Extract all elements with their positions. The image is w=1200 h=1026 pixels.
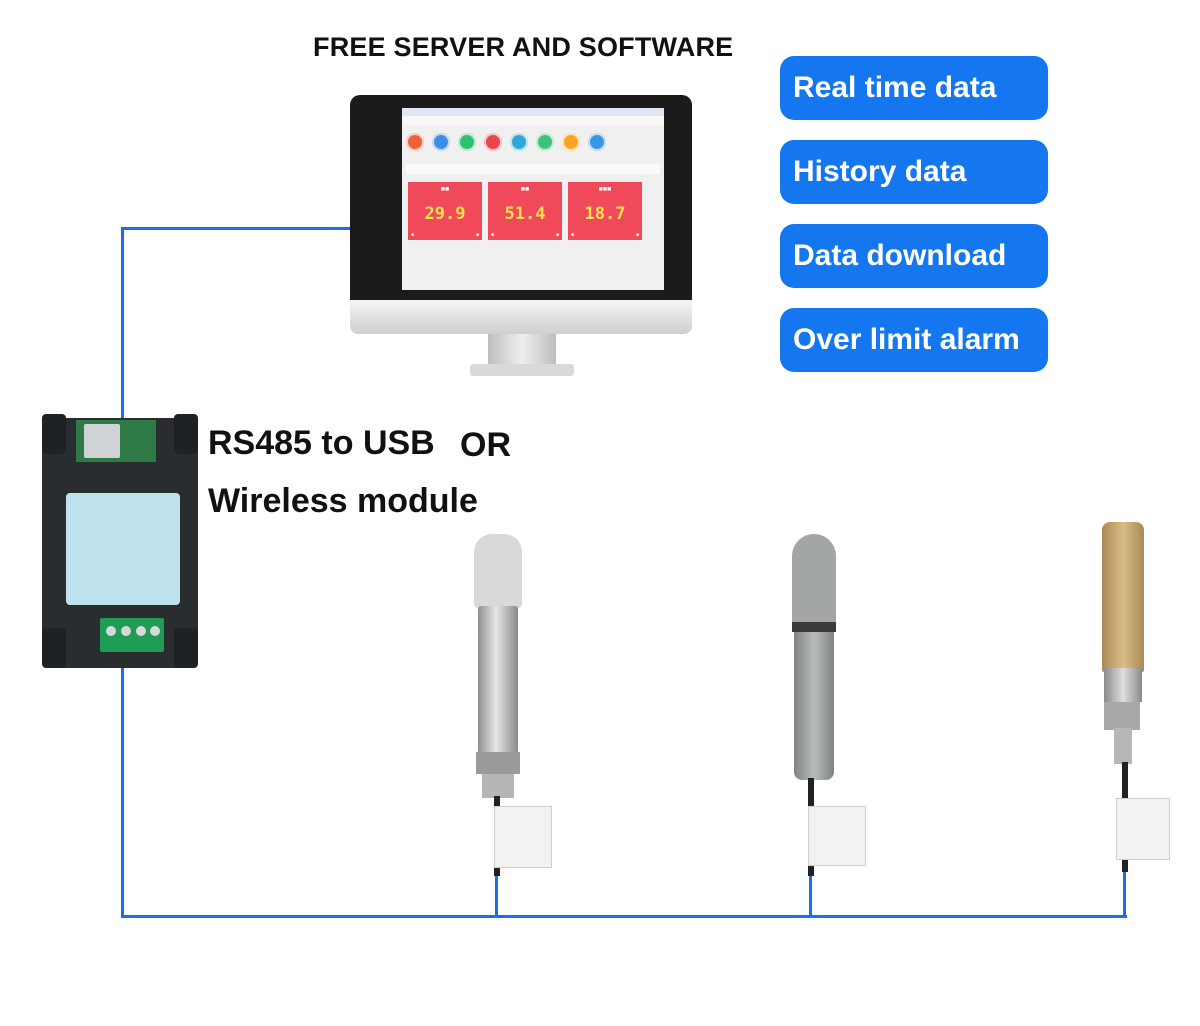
sintered-filter-cap: [474, 534, 522, 608]
gateway-label-line2: Wireless module: [208, 482, 478, 520]
terminal-screw: [121, 626, 131, 636]
mounting-ear: [174, 414, 198, 454]
probe-label-tag: [1116, 798, 1170, 860]
probe-label-tag: [808, 806, 866, 866]
monitor-base: [470, 364, 574, 376]
probe-body: [794, 632, 834, 780]
list-icon: [510, 133, 528, 151]
probe-nut: [476, 752, 520, 774]
feature-data-download: Data download: [780, 224, 1048, 288]
gateway-label-line1: RS485 to USB: [208, 424, 435, 462]
software-status-strip: [406, 164, 660, 174]
gateway-label-or: OR: [460, 426, 511, 464]
wire-computer-link: [121, 227, 353, 230]
refresh-icon: [588, 133, 606, 151]
mounting-ear: [42, 414, 66, 454]
reading-tile-2: ■■ 51.4 ■ ■: [488, 182, 562, 240]
tile-unit: ■: [635, 232, 639, 238]
tile-footer: ■: [491, 232, 495, 238]
wire-sensor-2-drop: [809, 874, 812, 917]
bronze-filter-cap: [1102, 522, 1144, 672]
terminal-screw: [150, 626, 160, 636]
monitor-stand: [488, 334, 556, 368]
monitor-chin: [350, 300, 692, 334]
software-screen: ■■ 29.9 ■ ■ ■■ 51.4 ■ ■ ■■■ 18.7 ■ ■: [402, 108, 664, 290]
wire-gateway-down: [121, 668, 124, 918]
tile-footer: ■: [571, 232, 575, 238]
wire-gateway-up: [121, 227, 124, 419]
reading-tile-3: ■■■ 18.7 ■ ■: [568, 182, 642, 240]
probe-nut: [1104, 702, 1140, 730]
probe-ring: [792, 622, 836, 632]
mounting-ear: [42, 628, 66, 668]
vented-cap: [792, 534, 836, 626]
wire-rs485-bus: [121, 915, 1127, 918]
tile-unit: ■: [555, 232, 559, 238]
probe-collar: [1104, 668, 1142, 702]
tile-footer: ■: [411, 232, 415, 238]
probe-label-tag: [494, 806, 552, 868]
tile-unit: ■: [475, 232, 479, 238]
tile-name: ■■: [520, 186, 530, 193]
terminal-screw: [106, 626, 116, 636]
upload-icon: [562, 133, 580, 151]
tile-name: ■■■: [598, 186, 612, 193]
software-menubar: [402, 116, 664, 125]
tile-value: 51.4: [504, 204, 546, 224]
reading-tile-1: ■■ 29.9 ■ ■: [408, 182, 482, 240]
feature-over-limit-alarm: Over limit alarm: [780, 308, 1048, 372]
tile-name: ■■: [440, 186, 450, 193]
software-titlebar: [402, 108, 664, 116]
mounting-ear: [174, 628, 198, 668]
settings-icon: [484, 133, 502, 151]
probe-body: [478, 606, 518, 754]
usb-port: [84, 424, 120, 458]
probe-connector: [482, 774, 514, 798]
wire-sensor-1-drop: [495, 874, 498, 917]
feature-real-time-data: Real time data: [780, 56, 1048, 120]
home-icon: [406, 133, 424, 151]
wire-sensor-3-drop: [1123, 870, 1126, 917]
history-icon: [458, 133, 476, 151]
probe-connector: [1114, 728, 1132, 764]
tile-value: 18.7: [584, 204, 626, 224]
realtime-icon: [432, 133, 450, 151]
page-title: FREE SERVER AND SOFTWARE: [313, 32, 734, 62]
tile-value: 29.9: [424, 204, 466, 224]
terminal-screw: [136, 626, 146, 636]
gateway-label-plate: [66, 493, 180, 605]
chart-icon: [536, 133, 554, 151]
feature-history-data: History data: [780, 140, 1048, 204]
